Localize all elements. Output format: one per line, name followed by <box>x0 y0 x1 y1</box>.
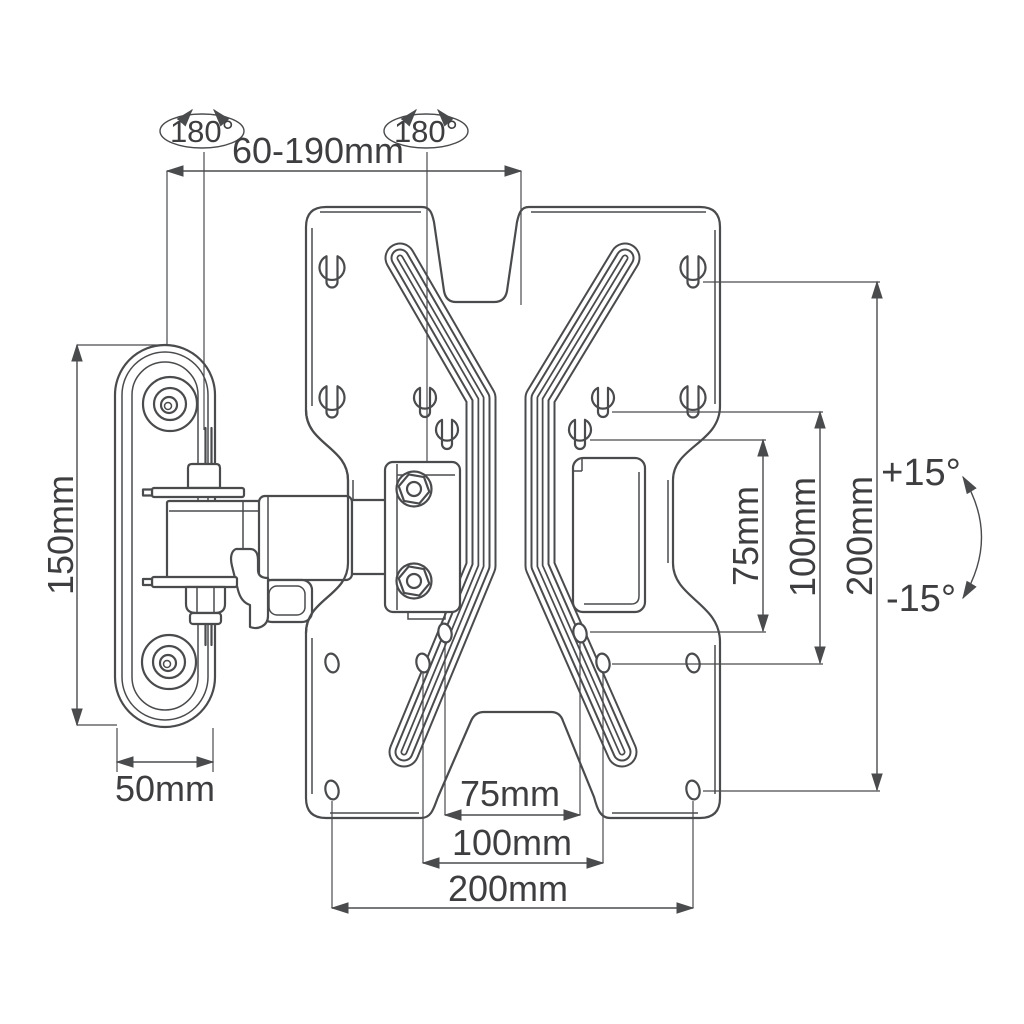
dim-label-tilt-down: -15° <box>886 578 956 620</box>
dimensions <box>71 152 883 914</box>
vesa-screw-hole <box>685 779 701 801</box>
keyhole-slot <box>590 386 616 419</box>
rotation-arrow <box>176 108 193 127</box>
tilt-arc <box>962 475 983 600</box>
dim-label-v200: 200mm <box>839 476 880 596</box>
dim-label-v100: 100mm <box>782 477 823 597</box>
vesa-screw-hole <box>324 779 340 801</box>
dim-label-v75: 75mm <box>725 486 766 586</box>
vesa-screw-hole <box>572 622 588 644</box>
keyhole-slot <box>434 418 460 451</box>
bracket-bolt-bottom <box>395 562 433 600</box>
dim-label-extension: 60-190mm <box>232 130 404 171</box>
keyhole-slots <box>318 255 707 451</box>
plate-window <box>571 456 647 614</box>
tv-bracket <box>383 460 462 620</box>
dim-label-h200: 200mm <box>448 868 568 909</box>
wall-plate <box>113 343 217 729</box>
dim-label-plate-height: 150mm <box>40 475 81 595</box>
keyhole-slot <box>412 386 438 419</box>
keyhole-slot <box>567 418 593 451</box>
arm-clamp-block <box>257 494 354 582</box>
bracket-bolt-top <box>395 470 433 508</box>
keyhole-slot <box>679 385 707 419</box>
dim-label-swivel-right: 180° <box>394 114 458 149</box>
dim-label-h100: 100mm <box>452 822 572 863</box>
dim-label-swivel-left: 180° <box>170 114 234 149</box>
wall-screw-boss-bottom <box>140 633 198 691</box>
locking-hook <box>229 547 270 630</box>
keyhole-slot <box>318 385 346 419</box>
vesa-screw-holes <box>324 622 701 801</box>
vesa-screw-hole <box>437 622 453 644</box>
keyhole-slot <box>679 255 707 289</box>
wall-screw-boss-top <box>141 375 199 433</box>
rotation-arrow <box>213 108 230 127</box>
dim-label-tilt-up: +15° <box>881 452 961 494</box>
dim-label-plate-width: 50mm <box>115 768 215 809</box>
vesa-screw-hole <box>324 652 340 674</box>
dim-label-h75: 75mm <box>460 773 560 814</box>
rotation-arrow <box>437 108 454 127</box>
pivot-nut-bottom <box>184 585 227 615</box>
vesa-screw-hole <box>595 652 611 674</box>
pivot-stud-top <box>204 426 213 466</box>
tilt-indicator <box>962 475 983 600</box>
rotation-arrow <box>400 108 417 127</box>
vesa-screw-hole <box>415 652 431 674</box>
keyhole-slot <box>318 255 346 289</box>
x-slots <box>384 242 641 768</box>
swivel-indicator-right <box>383 108 469 149</box>
plate-left-waist-edge <box>304 408 350 635</box>
swivel-indicator-left <box>159 108 245 149</box>
labels: 60-190mm 180° 180° 150mm 50mm 75mm 100mm… <box>40 114 961 909</box>
